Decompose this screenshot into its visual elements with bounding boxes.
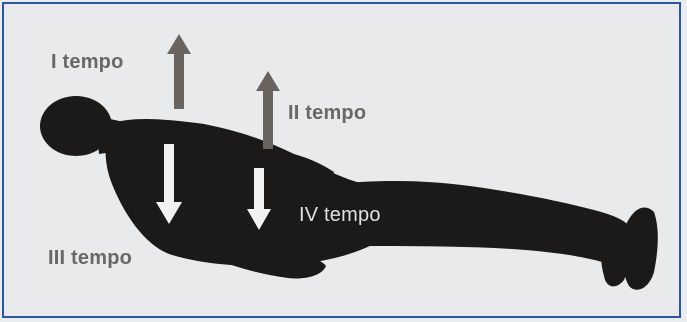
label-first-phase: I tempo (51, 51, 124, 74)
up-arrow-icon (167, 34, 191, 109)
lying-person-silhouette (40, 96, 658, 290)
diagram-frame: I tempo II tempo III tempo IV tempo (2, 2, 681, 318)
up-arrow-icon (256, 71, 280, 149)
label-second-phase: II tempo (288, 102, 366, 125)
label-third-phase: III tempo (48, 247, 132, 270)
label-fourth-phase: IV tempo (299, 204, 381, 227)
